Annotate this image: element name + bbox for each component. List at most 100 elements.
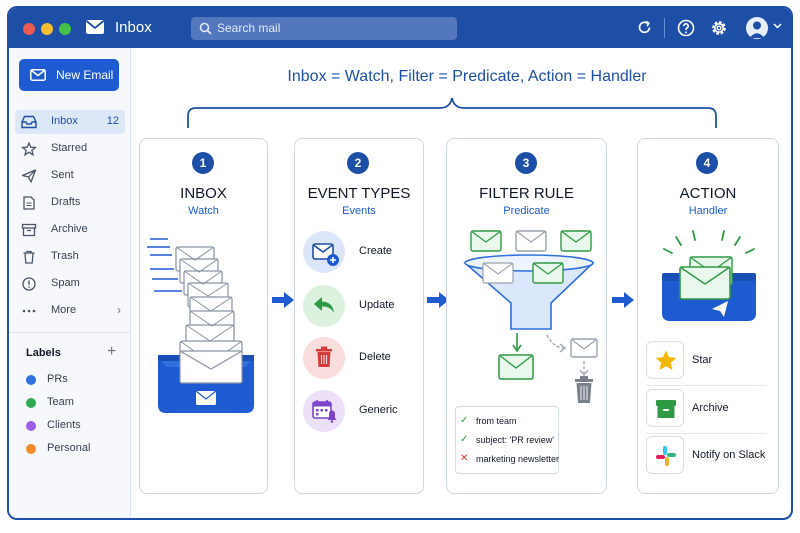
- spam-icon: [22, 277, 36, 291]
- label-name: Clients: [47, 419, 81, 431]
- action-divider: [646, 433, 766, 434]
- sidebar-item-drafts[interactable]: Drafts: [15, 191, 125, 215]
- sidebar-item-spam[interactable]: Spam: [15, 272, 125, 296]
- add-label-button[interactable]: +: [107, 343, 117, 360]
- sidebar-item-inbox[interactable]: Inbox 12: [15, 110, 125, 134]
- chevron-right-icon: ›: [117, 303, 121, 317]
- trash-icon: [316, 346, 332, 367]
- event-label: Delete: [359, 351, 391, 363]
- search-bar[interactable]: Search mail: [191, 17, 457, 40]
- star-icon: [21, 142, 37, 156]
- event-icon-circle: [303, 231, 345, 273]
- cross-icon: ✕: [460, 453, 469, 464]
- inbox-icon: [21, 115, 37, 129]
- action-label: Star: [692, 354, 713, 366]
- flow-arrow-right-icon: [612, 292, 634, 308]
- toolbar-divider: [664, 18, 665, 38]
- check-icon: ✓: [460, 434, 469, 445]
- step-subtitle: Events: [342, 205, 376, 217]
- flow-arrow-right-icon: [427, 292, 449, 308]
- archive-icon: [656, 400, 676, 418]
- action-icon-tile: [646, 436, 684, 474]
- label-color-dot: [26, 444, 36, 454]
- incoming-emails-illustration: [147, 238, 254, 413]
- condition-text: marketing newsletter: [476, 454, 560, 464]
- check-icon: ✓: [460, 415, 469, 426]
- step-title: INBOX: [180, 185, 227, 202]
- step-card-event-types: 2 EVENT TYPES Events Create Update: [294, 138, 424, 494]
- label-color-dot: [26, 421, 36, 431]
- condition-text: from team: [476, 416, 517, 426]
- sidebar-item-starred[interactable]: Starred: [15, 137, 125, 161]
- close-window-button[interactable]: [23, 23, 35, 35]
- app-title: Inbox: [115, 19, 152, 36]
- minimize-window-button[interactable]: [41, 23, 53, 35]
- sidebar-item-label: Trash: [51, 250, 79, 262]
- event-label: Update: [359, 299, 395, 311]
- draft-icon: [23, 196, 35, 210]
- action-row-archive[interactable]: Archive: [646, 389, 768, 429]
- filter-conditions: ✓ from team ✓ subject: 'PR review' ✕ mar…: [455, 406, 559, 474]
- event-label: Create: [359, 245, 393, 257]
- action-icon-tile: [646, 341, 684, 379]
- step-number-badge: 4: [696, 152, 718, 174]
- gear-icon[interactable]: [710, 19, 728, 37]
- label-name: PRs: [47, 373, 68, 385]
- trash-icon: [23, 250, 35, 264]
- label-color-dot: [26, 398, 36, 408]
- sidebar-item-sent[interactable]: Sent: [15, 164, 125, 188]
- step-title: ACTION: [679, 185, 737, 202]
- action-icon-tile: [646, 389, 684, 427]
- event-icon-circle: [303, 390, 345, 432]
- reply-icon: [314, 297, 334, 313]
- more-icon: [22, 309, 36, 313]
- labels-heading: Labels: [26, 347, 61, 359]
- step-subtitle: Predicate: [503, 205, 550, 217]
- unread-count: 12: [106, 115, 119, 127]
- app-window: Inbox Search mail: [7, 6, 793, 520]
- help-icon[interactable]: [677, 19, 695, 37]
- label-name: Team: [47, 396, 74, 408]
- flow-arrow-right-icon: [272, 292, 294, 308]
- event-label: Generic: [359, 404, 398, 416]
- handled-inbox-illustration: [662, 230, 756, 321]
- action-label: Archive: [692, 402, 729, 414]
- action-row-notify-slack[interactable]: Notify on Slack: [646, 436, 768, 476]
- chevron-down-icon[interactable]: [773, 23, 782, 29]
- refresh-icon[interactable]: [636, 19, 653, 36]
- search-input[interactable]: Search mail: [217, 21, 281, 35]
- sidebar-item-label: Drafts: [51, 196, 81, 208]
- step-card-filter-rule: 3 FILTER RULE Predicate: [446, 138, 607, 494]
- avatar[interactable]: [746, 17, 768, 39]
- maximize-window-button[interactable]: [59, 23, 71, 35]
- sidebar-divider: [9, 332, 130, 333]
- event-icon-circle: [303, 285, 345, 327]
- sidebar-item-more[interactable]: More ›: [15, 299, 125, 323]
- sidebar-item-label: Spam: [51, 277, 80, 289]
- title-bar: Inbox Search mail: [9, 8, 791, 48]
- condition-text: subject: 'PR review': [476, 435, 554, 445]
- avatar-icon: [749, 21, 765, 38]
- sidebar-item-label: Starred: [51, 142, 88, 154]
- archive-icon: [21, 223, 37, 237]
- brace-connector: [187, 97, 717, 128]
- label-name: Personal: [47, 442, 91, 454]
- action-row-star[interactable]: Star: [646, 341, 768, 381]
- step-title: EVENT TYPES: [307, 185, 411, 202]
- mail-create-icon: [312, 243, 339, 266]
- new-email-label: New Email: [56, 68, 114, 82]
- send-icon: [21, 169, 37, 183]
- sidebar: New Email Inbox 12 Starred Sent: [9, 48, 131, 518]
- action-label: Notify on Slack: [692, 449, 766, 461]
- step-number-badge: 2: [347, 152, 369, 174]
- sidebar-item-label: More: [51, 304, 77, 316]
- star-icon: [655, 350, 677, 370]
- label-color-dot: [26, 375, 36, 385]
- step-number-badge: 3: [515, 152, 537, 174]
- sidebar-item-trash[interactable]: Trash: [15, 245, 125, 269]
- filter-funnel-illustration: [463, 230, 598, 403]
- sidebar-item-archive[interactable]: Archive: [15, 218, 125, 242]
- sidebar-item-label: Archive: [51, 223, 88, 235]
- new-email-button[interactable]: New Email: [19, 59, 119, 91]
- action-divider: [646, 385, 766, 386]
